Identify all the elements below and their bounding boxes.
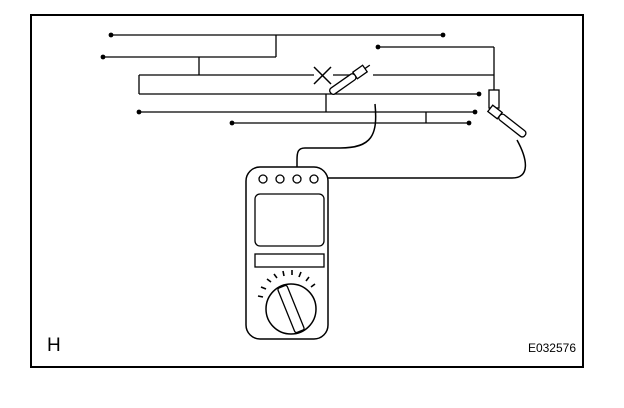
test-probe-icon [486,104,527,138]
meter-label-bar [254,253,325,268]
wire-end-dot [472,109,478,115]
multimeter-icon [245,166,329,340]
test-probe-icon [329,64,371,95]
wire-end-dot [466,120,472,126]
probe-leads [296,103,527,179]
meter-display [254,193,325,247]
meter-jack [292,174,302,184]
wire-end-dot [476,91,482,97]
meter-jack [309,174,319,184]
wire-end-dot [375,44,381,50]
wire-terminals [100,32,482,126]
meter-jack [275,174,285,184]
wire-end-dot [229,120,235,126]
wire-end-dot [108,32,114,38]
lead-left [296,103,377,178]
wiring-harness [104,34,495,124]
lead-right [318,139,527,179]
x-mark-icon [313,66,332,85]
panel-letter: H [47,335,61,356]
meter-dial-knob [277,284,305,334]
wire-end-dot [100,54,106,60]
figure-code: E032576 [528,341,576,355]
wire-end-dot [440,32,446,38]
figure-frame [30,14,584,368]
meter-jack [258,174,268,184]
wire-end-dot [136,109,142,115]
connector-terminal [488,89,500,109]
meter-dial-scale [257,270,316,298]
